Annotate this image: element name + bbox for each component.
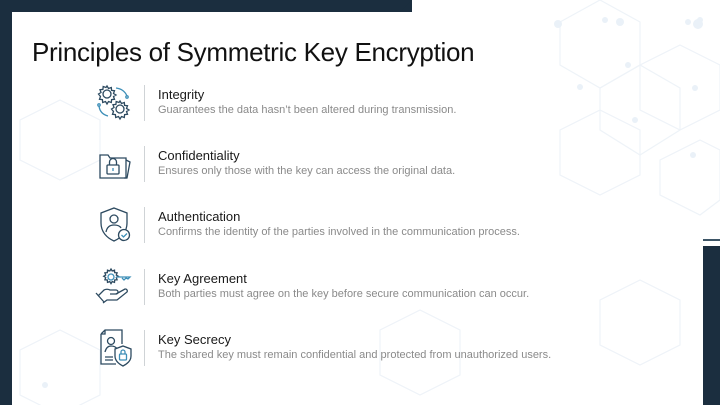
- item-description: Guarantees the data hasn’t been altered …: [158, 104, 457, 116]
- item-label: Key Secrecy: [158, 332, 231, 347]
- item-divider: [144, 85, 145, 121]
- item-description: The shared key must remain confidential …: [158, 349, 552, 361]
- locked-folder-icon: [99, 154, 131, 179]
- frame-right-band: [703, 246, 720, 405]
- frame-top-band: [0, 0, 412, 12]
- principle-item-key-secrecy: Key Secrecy The shared key must remain c…: [92, 327, 692, 371]
- item-divider: [144, 146, 145, 182]
- item-description: Both parties must agree on the key befor…: [158, 288, 530, 300]
- item-divider: [144, 207, 145, 243]
- item-label: Authentication: [158, 209, 241, 224]
- item-description: Confirms the identity of the parties inv…: [158, 226, 520, 238]
- frame-top-corner: [400, 0, 412, 12]
- slide-title: Principles of Symmetric Key Encryption: [32, 37, 475, 68]
- item-divider: [144, 330, 145, 366]
- principle-item-confidentiality: Confidentiality Ensures only those with …: [92, 143, 692, 187]
- principle-item-authentication: Authentication Confirms the identity of …: [92, 204, 692, 248]
- item-divider: [144, 269, 145, 305]
- principle-item-key-agreement: Key Agreement Both parties must agree on…: [92, 266, 692, 310]
- item-label: Confidentiality: [158, 148, 240, 163]
- principle-item-integrity: Integrity Guarantees the data hasn’t bee…: [92, 82, 692, 126]
- shield-user-check-icon: [100, 207, 131, 242]
- item-label: Integrity: [158, 87, 205, 102]
- gears-icon: [97, 84, 131, 121]
- frame-right-accent-line: [703, 239, 720, 241]
- frame-left-band: [0, 0, 12, 405]
- item-description: Ensures only those with the key can acce…: [158, 165, 456, 177]
- hand-key-gear-icon: [95, 267, 132, 304]
- document-user-lock-icon: [100, 329, 132, 367]
- item-label: Key Agreement: [158, 271, 247, 286]
